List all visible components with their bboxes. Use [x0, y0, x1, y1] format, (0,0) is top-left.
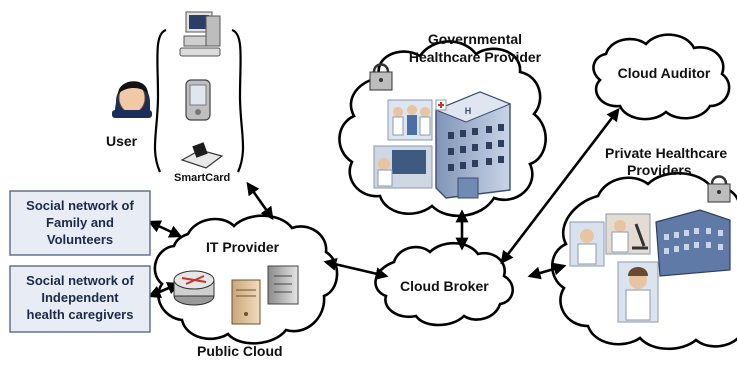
- family-network-box: Social network of Family and Volunteers: [9, 190, 151, 256]
- family-box-line3: Volunteers: [47, 232, 113, 247]
- private-provider-label-line1: Private Healthcare: [605, 145, 727, 161]
- doctors-photo-icon: [387, 99, 433, 141]
- smartcard-reader-icon: [180, 142, 224, 169]
- auditor-cloud: [592, 33, 731, 121]
- storage-server-icon: [267, 265, 299, 305]
- it-provider-label: IT Provider: [206, 239, 280, 255]
- public-cloud-label: Public Cloud: [197, 343, 283, 359]
- caregivers-network-box: Social network of Independent health car…: [9, 265, 151, 333]
- caregivers-box-line2: Independent: [41, 290, 119, 305]
- cloud-broker-label: Cloud Broker: [400, 278, 489, 294]
- medical-screen-photo-icon: [373, 145, 433, 189]
- arrow-broker-auditor: [500, 107, 620, 265]
- device-bracket-right: [231, 28, 245, 173]
- smartcard-label: SmartCard: [174, 172, 230, 184]
- router-icon: [173, 270, 215, 306]
- padlock-icon: [369, 63, 393, 91]
- caregivers-box-line3: health caregivers: [27, 307, 134, 322]
- user-avatar-icon: [112, 81, 152, 118]
- device-bracket-left: [153, 28, 167, 173]
- desktop-computer-icon: [179, 11, 221, 57]
- arrow-devices-it: [246, 181, 274, 221]
- gov-provider-label-line1: Governmental: [428, 31, 522, 47]
- broker-cloud: [374, 241, 514, 327]
- nurse-photo-icon: [617, 261, 659, 323]
- cloud-auditor-label: Cloud Auditor: [618, 65, 711, 81]
- private-hospital-building-icon: [655, 209, 731, 277]
- user-label: User: [106, 133, 138, 149]
- gov-provider-label-line2: Healthcare Provider: [409, 49, 542, 65]
- hospital-building-icon: H: [434, 91, 512, 199]
- arrow-caregivers-it: [147, 282, 181, 298]
- svg-text:H: H: [465, 106, 472, 116]
- arrow-broker-private: [527, 262, 567, 280]
- pda-device-icon: [185, 79, 211, 121]
- family-box-line2: Family and: [46, 215, 114, 230]
- server-icon: [231, 279, 261, 325]
- arrow-family-it: [147, 220, 183, 238]
- lab-microscope-photo-icon: [605, 213, 651, 255]
- family-box-line1: Social network of: [26, 198, 134, 213]
- arrow-it-broker: [323, 258, 389, 280]
- doctor-photo-icon: [569, 221, 605, 267]
- caregivers-box-line1: Social network of: [26, 273, 134, 288]
- padlock-icon: [707, 175, 731, 203]
- private-provider-label-line2: Providers: [627, 162, 692, 178]
